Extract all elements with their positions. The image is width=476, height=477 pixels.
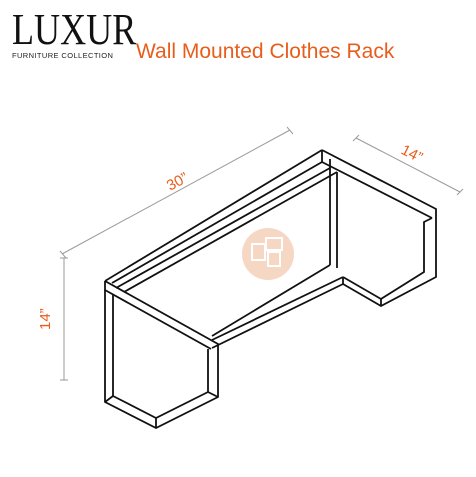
- brand-tagline: FURNITURE COLLECTION: [12, 51, 114, 60]
- dimension-guides: [59, 126, 464, 381]
- height-label: 14”: [37, 308, 54, 330]
- depth-label: 14”: [398, 141, 425, 166]
- rack-frame: [104, 149, 437, 430]
- brand-logo: LUXUR FURNITURE COLLECTION: [12, 8, 136, 61]
- page-title: Wall Mounted Clothes Rack: [136, 40, 395, 63]
- length-guide: [61, 129, 291, 255]
- depth-guide: [355, 137, 461, 193]
- watermark-logo: [242, 228, 294, 280]
- length-label: 30”: [164, 169, 191, 194]
